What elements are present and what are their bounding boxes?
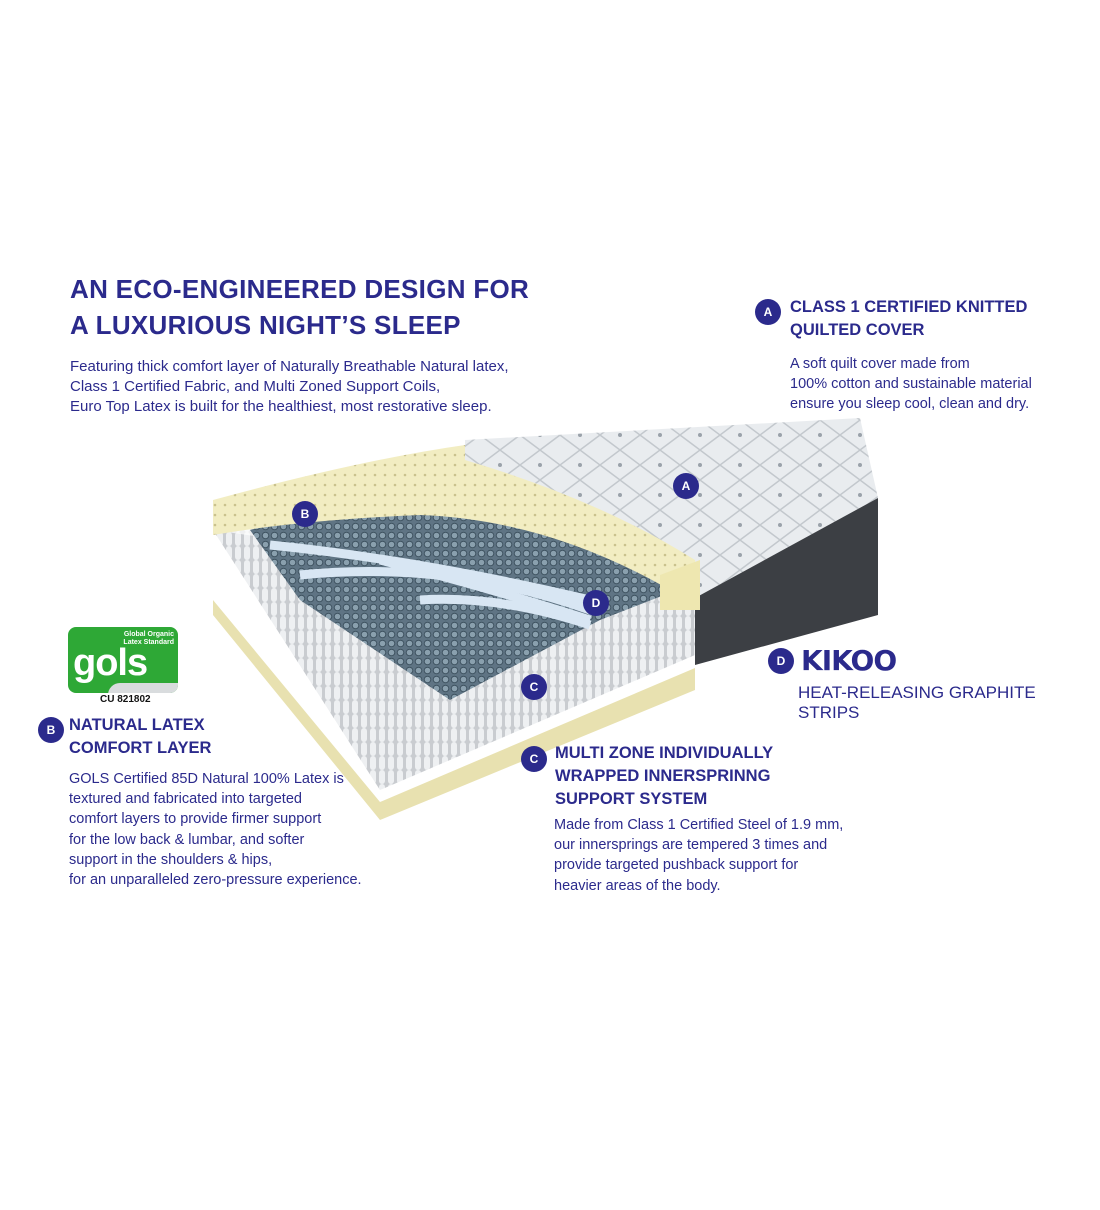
title-line: COMFORT LAYER (69, 739, 212, 757)
badge-b: B (38, 717, 64, 743)
feature-c-title: MULTI ZONE INDIVIDUALLY WRAPPED INNERSPR… (555, 742, 773, 811)
text-line: our innersprings are tempered 3 times an… (554, 837, 828, 854)
base-layer (213, 600, 695, 820)
gols-cert-number: CU 821802 (100, 694, 151, 705)
intro-line: Class 1 Certified Fabric, and Multi Zone… (70, 378, 441, 396)
badge-c: C (521, 746, 547, 772)
text-line: comfort layers to provide firmer support (69, 811, 322, 828)
text-line: provide targeted pushback support for (554, 857, 799, 874)
title-line: WRAPPED INNERSPRINNG (555, 767, 771, 785)
text-line: GOLS Certified 85D Natural 100% Latex is (69, 771, 344, 787)
headline: AN ECO-ENGINEERED DESIGN FOR A LUXURIOUS… (70, 271, 529, 343)
gols-logo: Global Organic Latex Standard gols (68, 627, 178, 693)
title-line: QUILTED COVER (790, 321, 925, 339)
feature-d-text: HEAT-RELEASING GRAPHITE STRIPS (798, 683, 1036, 722)
feature-c-text: Made from Class 1 Certified Steel of 1.9… (554, 815, 843, 896)
text-line: for an unparalleled zero-pressure experi… (69, 872, 362, 889)
feature-b-text: GOLS Certified 85D Natural 100% Latex is… (69, 769, 362, 890)
title-line: MULTI ZONE INDIVIDUALLY (555, 744, 774, 762)
title-line: CLASS 1 CERTIFIED KNITTED (790, 298, 1028, 316)
title-line: SUPPORT SYSTEM (555, 790, 708, 808)
text-line: support in the shoulders & hips, (69, 851, 273, 868)
feature-a-text: A soft quilt cover made from 100% cotton… (790, 354, 1032, 415)
title-line: NATURAL LATEX (69, 716, 205, 734)
illustration-badge-d: D (583, 590, 609, 616)
gols-tagline: Global Organic Latex Standard (123, 631, 174, 646)
text-line: for the low back & lumbar, and softer (69, 831, 305, 848)
feature-b-title: NATURAL LATEX COMFORT LAYER (69, 714, 211, 760)
gols-wordmark: gols (73, 642, 148, 684)
latex-layer (213, 445, 695, 605)
text-line: 100% cotton and sustainable material (790, 376, 1032, 393)
headline-line: AN ECO-ENGINEERED DESIGN FOR (70, 274, 530, 304)
headline-line: A LUXURIOUS NIGHT’S SLEEP (70, 310, 461, 340)
feature-a-title: CLASS 1 CERTIFIED KNITTED QUILTED COVER (790, 296, 1027, 342)
illustration-badge-c: C (521, 674, 547, 700)
illustration-badge-a: A (673, 473, 699, 499)
badge-d: D (768, 648, 794, 674)
intro-line: Euro Top Latex is built for the healthie… (70, 398, 492, 416)
graphite-strips (269, 540, 592, 630)
text-line: Made from Class 1 Certified Steel of 1.9… (554, 817, 844, 833)
badge-a: A (755, 299, 781, 325)
text-line: textured and fabricated into targeted (69, 791, 302, 808)
cover-top (465, 418, 878, 598)
latex-edge (660, 560, 700, 610)
kikoo-logo: KIKOO (801, 644, 897, 677)
text-line: A soft quilt cover made from (790, 356, 970, 372)
text-line: heavier areas of the body. (554, 877, 721, 894)
intro-line: Featuring thick comfort layer of Natural… (70, 358, 509, 375)
intro-text: Featuring thick comfort layer of Natural… (70, 357, 509, 418)
illustration-badge-b: B (292, 501, 318, 527)
text-line: ensure you sleep cool, clean and dry. (790, 396, 1030, 413)
cover-side (695, 498, 878, 665)
